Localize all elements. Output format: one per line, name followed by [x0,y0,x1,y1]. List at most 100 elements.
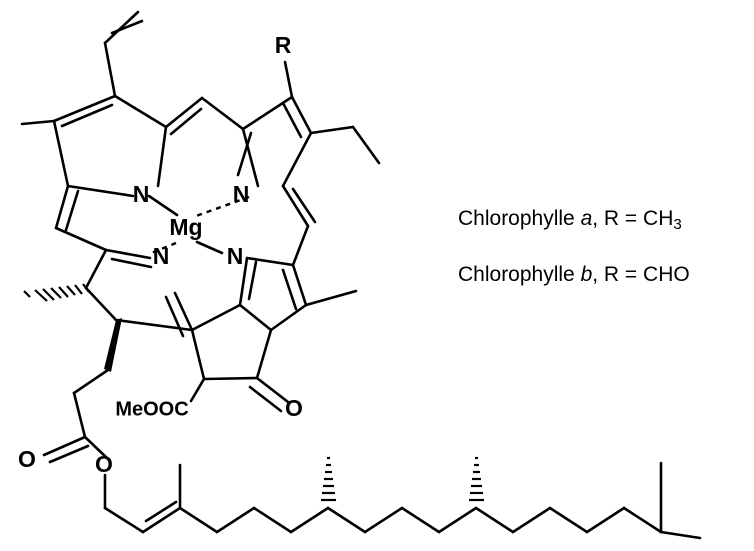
legend-line-chlorophyll-b: Chlorophylle b, R = CHO [458,264,754,288]
ring-e-cyclopentanone [189,303,290,413]
meso-bridge-left [54,184,108,252]
methyl-ester-group-label: MeOOC [115,398,188,420]
ester-carbonyl-double-inner [48,444,90,464]
meso-top-bond-1 [164,96,204,129]
ring-b-bond-n-c1 [241,127,260,188]
meso-left-bond-1 [54,184,70,230]
ring-c-bond-c3-c4 [238,303,273,332]
ester-carbonyl-oxygen-label: O [18,446,36,472]
ring-e-bond-left [190,328,206,381]
magnesium-label: Mg [169,214,202,240]
meso-bridge-right [281,184,317,267]
ring-a-bond-c3-n [66,184,135,198]
phytyl-bond-13 [548,506,589,534]
ketone-double-inner [248,385,283,413]
r-group-bond [283,60,294,99]
vinyl-double-inner [110,19,144,35]
hash-line-2 [74,284,83,295]
phytyl-bond-3 [178,506,219,534]
legend-a-substituent: CH [643,207,674,230]
meso-left-double-inner [64,189,80,232]
meso-right-double-inner [291,187,317,224]
ring-b-double-inner-n [236,131,253,177]
vinyl-bond-1 [103,41,117,98]
ring-d-bold-wedge-propionate [104,318,122,372]
hash-line-3 [66,285,76,296]
phytyl-bond-2-alkene [141,506,182,534]
propionate-bond-1 [72,368,110,395]
ring-c-double-inner [281,268,298,311]
phytyl-tail [103,461,702,540]
legend-a-separator: , R = [592,207,644,230]
hash-line-7 [34,289,48,302]
ring-e-bond-top [190,303,242,332]
phytyl-hashed-methyl-1 [321,456,336,502]
legend-b-name: Chlorophylle [458,263,575,287]
legend: Chlorophylle a, R = CH3 Chlorophylle b, … [458,208,754,289]
propionate-ester-chain [42,368,110,510]
ethyl-bond-2 [351,125,381,165]
magnesium-coordination [147,194,250,256]
meso-top-double-inner [169,107,203,136]
phytyl-alkene-double-inner [144,500,178,523]
ring-a-methyl [20,119,56,126]
phytyl-bond-9 [400,506,441,534]
legend-a-subscript: 3 [673,216,682,234]
ester-link-oxygen-label: O [95,451,113,477]
nitrogen-top-right-label: N [233,181,250,207]
ketone-oxygen-label: O [285,395,303,421]
mg-bond-n-top-left [147,194,179,217]
ring-d-bond-c3-c2 [84,286,118,322]
legend-b-substituent: CHO [643,263,690,287]
phytyl-hashed-methyl-2 [469,456,484,502]
meooc-bond [189,377,206,403]
ring-d-bond-c2-c1 [114,318,194,332]
ring-a-bond-c4-c1 [113,94,168,129]
ring-b-bond-c2-c3 [290,95,313,135]
mg-coord-n-bottom-left [148,241,177,256]
meso-left-bond-2 [54,226,108,252]
legend-a-name: Chlorophylle [458,207,575,230]
phytyl-bond-10 [437,506,478,534]
ring-e-bond-right [255,328,273,380]
hash-line-6 [42,288,55,301]
ring-a [20,10,168,198]
r-substituent-label: R [275,32,292,58]
ring-e-bond-bottom [202,376,259,381]
ring-a-bond-c1-c2 [52,94,117,123]
phytyl-bond-5 [252,506,293,534]
phytyl-bond-11 [474,506,515,534]
nitrogen-top-left-label: N [133,181,150,207]
ring-a-bond-c2-c3 [52,119,70,188]
propionate-bond-2 [72,391,87,439]
meso-bridge-top [164,96,245,136]
vinyl-bond-2 [103,10,140,45]
ring-d-double-inner-2 [110,257,153,269]
phytyl-bond-7 [343,517,367,534]
phytyl-bond-12 [511,506,552,534]
phytyl-bond-6 [289,506,330,534]
phytyl-terminal-methyl-right [659,530,702,540]
nitrogen-bottom-left-label: N [153,243,170,269]
ring-c-bond-c1-c2 [291,263,308,307]
ring-c [238,256,358,332]
ring-d [84,248,194,338]
legend-a-italic: a [580,207,593,230]
phytyl-bond-4 [215,506,256,534]
phytyl-bond-14 [585,506,626,534]
ring-b-bond-c1-c2 [241,95,294,131]
hash-line-1 [82,283,90,293]
phytyl-bond-15 [622,506,663,534]
nitrogen-bottom-right-label: N [227,243,244,269]
meso-top-bond-2 [200,96,245,131]
ring-b-bond-c3-c4 [281,131,313,188]
meso-right-bond-2 [291,224,310,267]
ring-b [236,60,381,188]
hash-line-4 [58,286,69,298]
ring-c-methyl [304,289,358,307]
phytyl-bond-7a [326,506,347,521]
hash-line-8 [23,290,31,298]
ring-a-bond-n-c4 [156,125,168,188]
